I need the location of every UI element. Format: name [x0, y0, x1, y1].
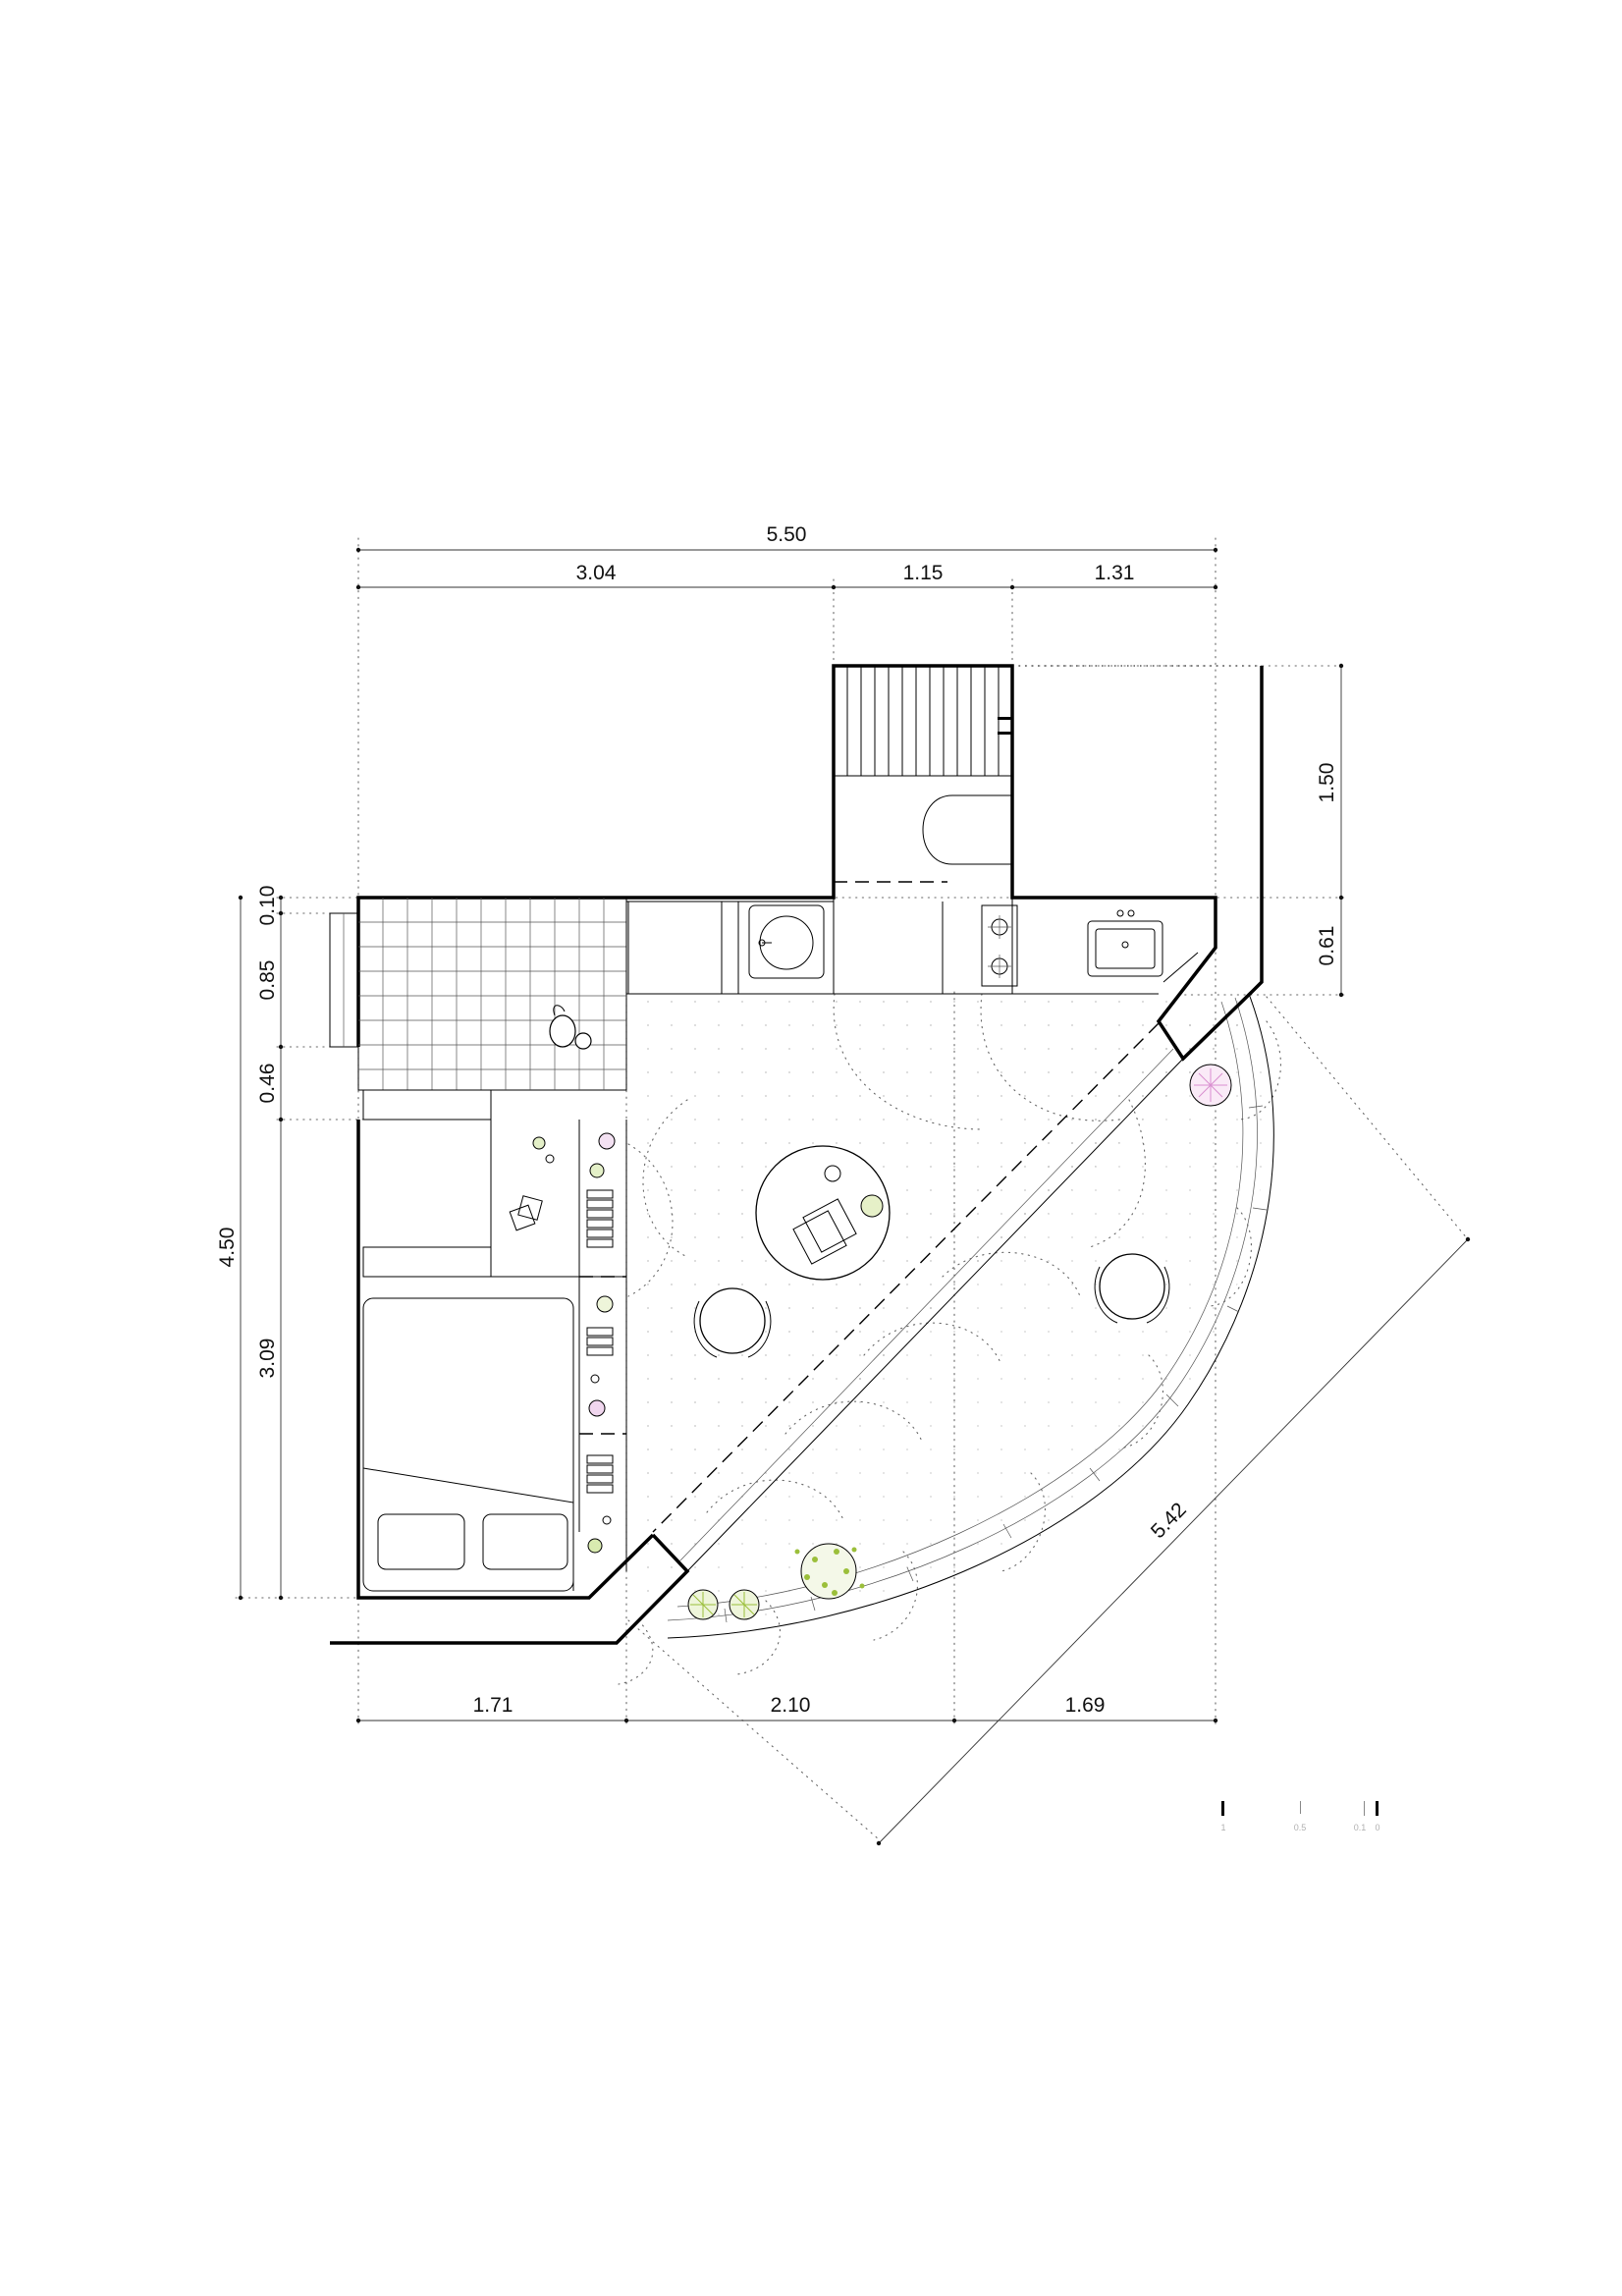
bathtub-icon: [922, 794, 1012, 865]
shelf-books: [586, 1189, 614, 1494]
wall-segment-joints: [724, 1105, 1268, 1623]
plant-icon: [860, 1194, 884, 1218]
round-table-icon: [755, 1145, 891, 1281]
dim-bottom-seg-3: 1.69: [1065, 1694, 1106, 1717]
dim-left-total: 4.50: [216, 1228, 239, 1268]
cat-icon: [549, 1005, 592, 1050]
dim-bottom-seg-2: 2.10: [771, 1694, 811, 1717]
shelf-plants: [532, 1132, 616, 1554]
dim-left-seg-1: 0.10: [256, 886, 279, 926]
kitchen-sink-icon: [1087, 909, 1163, 977]
dim-diagonal: 5.42: [1147, 1499, 1191, 1543]
plant-icon: [532, 1136, 546, 1150]
dim-top-seg-1: 3.04: [576, 562, 617, 584]
dim-top-total: 5.50: [767, 523, 807, 546]
bottom-dimensions: 1.71 2.10 1.69: [355, 1694, 1218, 1723]
cooktop-icon: [981, 904, 1018, 987]
washbasin-icon: [748, 904, 825, 979]
bedroom: [362, 1089, 627, 1571]
plant-icon: [1189, 1064, 1232, 1107]
bed-icon: [362, 1297, 574, 1592]
dim-bottom-seg-1: 1.71: [473, 1694, 514, 1717]
dim-top-seg-2: 1.15: [903, 562, 944, 584]
dim-right-lower: 0.61: [1316, 926, 1338, 966]
dim-top-seg-3: 1.31: [1095, 562, 1135, 584]
top-dimensions: 5.50 3.04 1.15 1.31: [355, 523, 1218, 590]
faucet-icon: [998, 717, 1011, 735]
left-dimensions: 4.50 0.10 0.85 0.46 3.09: [216, 886, 284, 1601]
chair-icon: [1094, 1253, 1170, 1324]
scale-bar: 1 0.5 0.1 0: [1220, 1801, 1380, 1832]
pillow-icon: [377, 1513, 568, 1570]
dim-left-seg-2: 0.85: [256, 960, 279, 1001]
garden-plants: [687, 1064, 1232, 1620]
dim-left-seg-4: 3.09: [256, 1339, 279, 1379]
chair-icon: [693, 1287, 772, 1358]
kitchen-counter: [625, 898, 1199, 995]
scale-label-0-1: 0.1: [1354, 1823, 1367, 1832]
bedroom-lower-wall: [356, 1120, 655, 1600]
scale-label-0-5: 0.5: [1294, 1823, 1307, 1832]
scale-label-0: 0: [1375, 1823, 1379, 1832]
plant-icon: [587, 1538, 603, 1554]
book-icon: [509, 1195, 543, 1231]
stair: [833, 665, 1013, 777]
plant-icon: [729, 1589, 760, 1620]
right-dimensions: 1.50 0.61: [1316, 663, 1344, 998]
bottom-wall: [330, 1533, 690, 1645]
dim-right-upper: 1.50: [1316, 763, 1338, 803]
dotted-arcs: [618, 993, 1281, 1685]
garden-floor-dots: [687, 992, 1266, 1620]
plant-icon: [596, 1295, 614, 1313]
scale-label-1: 1: [1220, 1823, 1225, 1832]
bathroom-window: [329, 912, 359, 1048]
plant-icon: [589, 1163, 605, 1178]
plant-icon: [794, 1543, 865, 1600]
stair-icon: [846, 666, 1000, 776]
flower-icon: [588, 1399, 606, 1417]
plant-icon: [687, 1589, 719, 1620]
bedroom-wall: [356, 896, 626, 1047]
bathroom-tiles: [357, 897, 627, 1091]
dim-left-seg-3: 0.46: [256, 1064, 279, 1104]
glass-partition: [652, 1022, 1184, 1572]
flower-icon: [598, 1132, 616, 1150]
